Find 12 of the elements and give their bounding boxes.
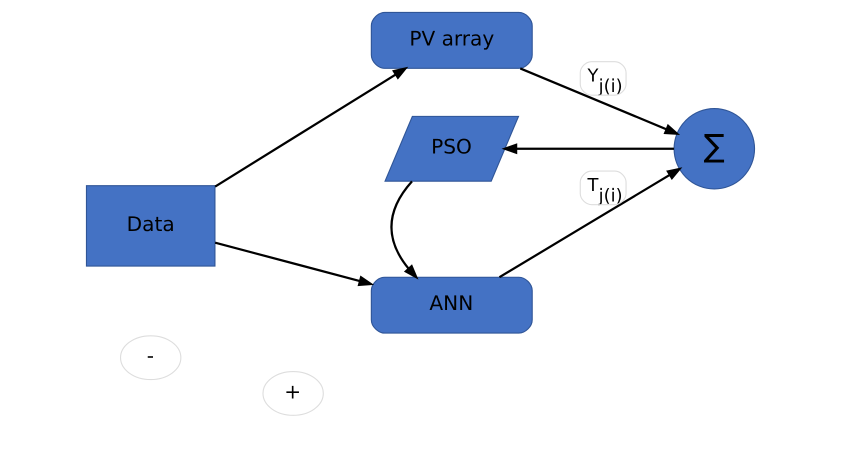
- node-box: PV array: [370, 12, 533, 69]
- arrow: [214, 66, 408, 188]
- arrow: [214, 242, 374, 286]
- arrow: [390, 180, 418, 280]
- label: -: [146, 344, 154, 368]
- arrow: [520, 67, 680, 135]
- arrow: [502, 143, 674, 154]
- arrow: [498, 167, 682, 278]
- node-box: ANN: [370, 276, 533, 334]
- node-circle: ∑: [674, 108, 756, 190]
- label: +: [284, 379, 302, 404]
- node-box: Data: [86, 185, 216, 267]
